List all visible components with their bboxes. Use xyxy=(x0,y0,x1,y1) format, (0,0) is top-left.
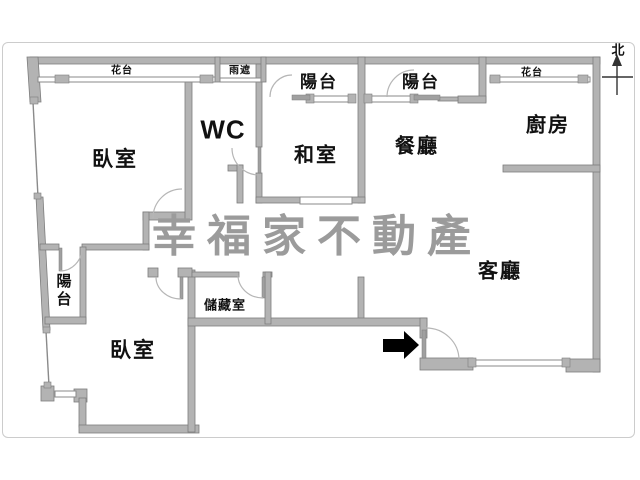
room-label-living: 客廳 xyxy=(478,260,522,283)
windows-layer xyxy=(29,74,591,398)
room-label-dining: 餐廳 xyxy=(395,135,439,158)
room-label-bedroom-1: 臥室 xyxy=(92,148,138,171)
strip-label-rain-cover: 雨遮 xyxy=(229,65,251,77)
room-label-bedroom-2: 臥室 xyxy=(110,339,156,362)
entrance-arrow-icon xyxy=(383,331,419,359)
room-label-balcony-top-1: 陽台 xyxy=(300,72,338,92)
strip-label-flower-left: 花台 xyxy=(111,65,133,77)
room-label-tatami: 和室 xyxy=(294,144,338,167)
door-arcs-layer xyxy=(59,69,460,361)
agency-watermark: 幸福家不動產 xyxy=(152,212,482,261)
room-label-kitchen: 廚房 xyxy=(526,114,570,137)
plan-frame xyxy=(2,42,635,438)
door-leaves-layer xyxy=(58,94,441,359)
strip-label-flower-right: 花台 xyxy=(521,67,543,79)
compass-north-label: 北 xyxy=(611,42,625,58)
room-label-wc: WC xyxy=(200,114,246,145)
walls-layer xyxy=(26,56,601,434)
room-label-storage: 儲藏室 xyxy=(203,297,247,313)
north-compass-icon xyxy=(602,54,633,95)
room-label-balcony-left: 陽台 xyxy=(56,273,72,308)
room-label-balcony-top-2: 陽台 xyxy=(402,72,440,92)
